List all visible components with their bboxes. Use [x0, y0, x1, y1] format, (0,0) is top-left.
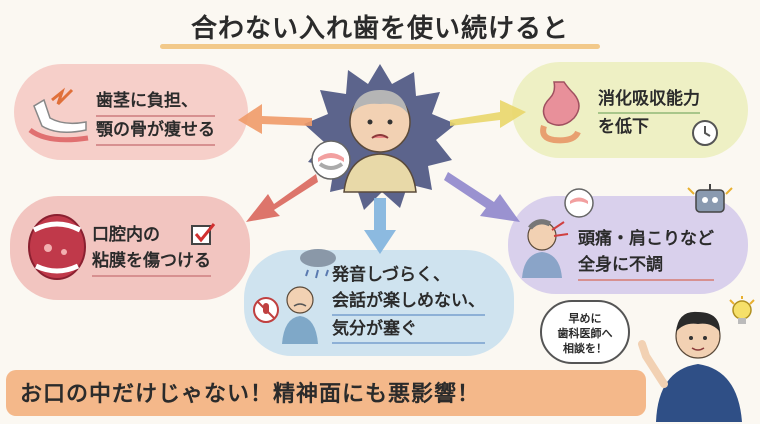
clock-icon	[692, 120, 718, 146]
speech-line-3: 気分が塞ぐ	[332, 316, 485, 344]
mucosa-line-1-text: 口腔内の	[92, 225, 160, 245]
left-eye	[367, 119, 373, 125]
worried-mouth	[371, 134, 389, 139]
arrow-to-gums	[238, 104, 312, 134]
gums-line-2: 顎の骨が痩せる	[96, 117, 215, 146]
bottom-banner	[6, 370, 646, 416]
digestion-line-1: 消化吸収能力	[598, 86, 700, 114]
dentist-pointing-arm	[638, 340, 668, 388]
dentist-figure	[638, 311, 742, 422]
speech-line-2: 会話が楽しめない、	[332, 288, 485, 316]
sad-person-icon	[282, 286, 318, 344]
bottom-banner-text: お口の中だけじゃない！精神面にも悪影響！	[20, 382, 481, 407]
speech-line-1: 発音しづらく、	[332, 265, 450, 285]
mucosa-text: 口腔内の 粘膜を傷つける	[92, 222, 211, 277]
headache-line-2: 全身に不調	[578, 252, 714, 281]
denture-icon	[311, 140, 351, 180]
shoulders	[343, 153, 417, 193]
gums-line-1: 歯茎に負担、	[96, 88, 215, 117]
mouth-icon	[28, 214, 86, 280]
muted-mic-icon	[253, 297, 279, 323]
dentist-scrubs	[656, 364, 742, 422]
speech-mood-text: 発音しづらく、 会話が楽しめない、 気分が塞ぐ	[332, 262, 485, 344]
bubble-line-2: 歯科医師へ	[557, 327, 613, 340]
dentist-speech-bubble: 早めに 歯科医師へ 相談を！	[540, 300, 630, 364]
robot-icon	[687, 184, 733, 213]
arrow-to-speech	[364, 198, 396, 254]
hair	[352, 90, 408, 114]
dentist-hair	[676, 311, 720, 332]
jaw-icon	[28, 87, 89, 143]
arrow-to-mucosa	[246, 174, 318, 222]
mucosa-line-1: 口腔内の	[92, 222, 211, 248]
denture-icon-small	[564, 188, 594, 218]
headache-line-1: 頭痛・肩こりなど	[578, 229, 714, 249]
digestion-text: 消化吸収能力 を低下	[598, 86, 700, 140]
arrow-to-digestion	[450, 100, 526, 128]
raincloud-icon	[300, 249, 336, 279]
headache-text: 頭痛・肩こりなど 全身に不調	[578, 226, 714, 281]
stomach-icon	[540, 81, 581, 144]
headache-person-icon	[522, 219, 569, 278]
center-burst	[304, 64, 456, 210]
bubble-line-3: 相談を！	[563, 342, 607, 355]
title-underline	[160, 44, 600, 49]
gums-bone-text: 歯茎に負担、 顎の骨が痩せる	[96, 88, 215, 146]
bubble-line-1: 早めに	[568, 312, 602, 325]
arrow-to-headache	[444, 172, 520, 222]
page-title: 合わない入れ歯を使い続けると	[190, 14, 569, 44]
right-eye	[387, 119, 393, 125]
checkbox-icon	[191, 223, 216, 245]
lightbulb-icon	[729, 296, 755, 324]
mucosa-line-2: 粘膜を傷つける	[92, 248, 211, 277]
digestion-line-2: を低下	[598, 117, 649, 137]
